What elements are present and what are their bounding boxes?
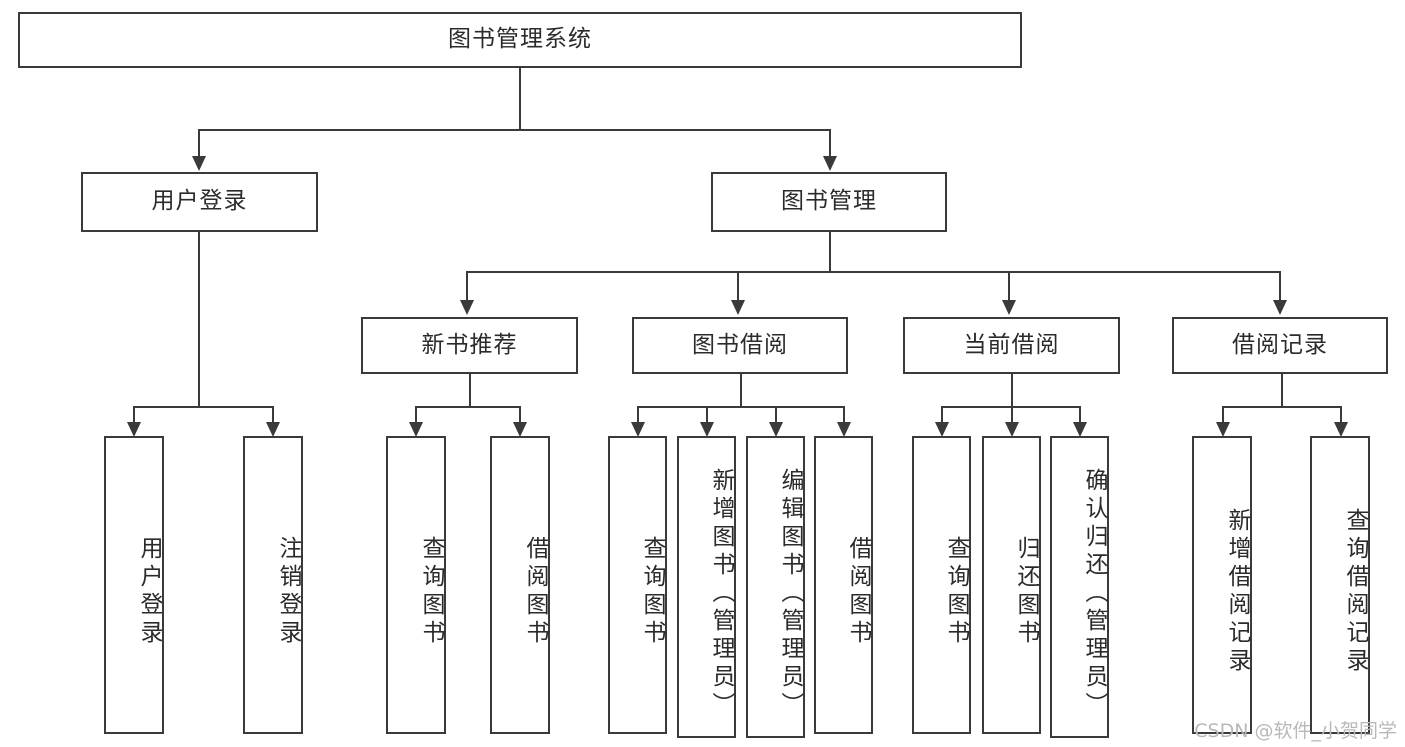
connector-borrow-records-stem [1281,374,1283,406]
node-label: 查询图书 [943,536,969,648]
leaf-user-login[interactable]: 用户登录 [104,436,164,734]
connector-drop-nb-borrow [519,406,521,424]
node-label: 注销登录 [275,536,301,648]
connector-book-borrow-stem [740,374,742,406]
leaf-borrow-edit-book-admin[interactable]: 编辑图书（管理员） [746,436,805,738]
node-root-system[interactable]: 图书管理系统 [18,12,1022,68]
node-label: 新书推荐 [421,331,518,358]
arrowhead-leaf-user-login [127,422,141,437]
node-label: 归还图书 [1013,536,1039,648]
leaf-current-confirm-return-admin[interactable]: 确认归还（管理员） [1050,436,1109,738]
connector-book-borrow-bus [637,406,845,408]
node-label: 新增借阅记录 [1224,508,1250,676]
connector-drop-cb-query [941,406,943,424]
connector-drop-book-borrow [737,271,739,301]
connector-user-login-bus [133,406,274,408]
connector-drop-nb-query [415,406,417,424]
connector-root-stem [519,68,521,129]
node-label: 借阅图书 [522,536,548,648]
arrowhead-user-login [192,156,206,171]
connector-user-login-stem [198,232,200,406]
arrowhead-cb-return [1005,422,1019,437]
node-user-login[interactable]: 用户登录 [81,172,318,232]
node-label: 用户登录 [151,188,248,215]
node-label: 编辑图书（管理员） [777,468,803,720]
node-label: 图书管理系统 [448,26,592,53]
arrowhead-nb-query [409,422,423,437]
node-label: 用户登录 [136,536,162,648]
arrowhead-cb-confirm [1073,422,1087,437]
node-label: 查询借阅记录 [1342,508,1368,676]
arrowhead-bb-borrow [837,422,851,437]
connector-drop-br-add [1222,406,1224,424]
arrowhead-current-borrow [1002,300,1016,315]
leaf-borrow-add-book-admin[interactable]: 新增图书（管理员） [677,436,736,738]
connector-level2-bus [198,129,831,131]
arrowhead-br-query [1334,422,1348,437]
node-label: 当前借阅 [963,331,1060,358]
node-new-book-recommend[interactable]: 新书推荐 [361,317,578,374]
connector-book-mgmt-stem [829,232,831,271]
connector-drop-book-mgmt [829,129,831,157]
leaf-borrow-query-book[interactable]: 查询图书 [608,436,667,734]
leaf-newbooks-query-book[interactable]: 查询图书 [386,436,446,734]
connector-borrow-records-bus [1222,406,1342,408]
arrowhead-nb-borrow [513,422,527,437]
node-label: 查询图书 [418,536,444,648]
connector-current-borrow-stem [1011,374,1013,406]
node-book-borrow[interactable]: 图书借阅 [632,317,848,374]
leaf-newbooks-borrow-book[interactable]: 借阅图书 [490,436,550,734]
node-current-borrow[interactable]: 当前借阅 [903,317,1120,374]
arrowhead-bb-edit [769,422,783,437]
arrowhead-book-borrow [731,300,745,315]
connector-level3-bus [466,271,1280,273]
connector-new-books-stem [469,374,471,406]
connector-drop-leaf-logout [272,406,274,424]
arrowhead-book-mgmt [823,156,837,171]
connector-drop-bb-add [706,406,708,424]
arrowhead-new-books [460,300,474,315]
connector-new-books-bus [415,406,521,408]
node-label: 确认归还（管理员） [1081,468,1107,720]
connector-drop-cb-confirm [1079,406,1081,424]
leaf-logout[interactable]: 注销登录 [243,436,303,734]
arrowhead-leaf-logout [266,422,280,437]
csdn-watermark: CSDN @软件_小贺同学 [1194,720,1397,742]
connector-drop-user-login [198,129,200,157]
connector-drop-br-query [1340,406,1342,424]
connector-drop-borrow-records [1279,271,1281,301]
connector-drop-new-books [466,271,468,301]
leaf-current-return-book[interactable]: 归还图书 [982,436,1041,734]
node-label: 新增图书（管理员） [708,468,734,720]
node-label: 图书管理 [781,188,877,215]
node-label: 借阅图书 [845,536,871,648]
leaf-current-query-book[interactable]: 查询图书 [912,436,971,734]
arrowhead-bb-query [631,422,645,437]
node-label: 查询图书 [639,536,665,648]
arrowhead-borrow-records [1273,300,1287,315]
connector-drop-bb-edit [775,406,777,424]
arrowhead-br-add [1216,422,1230,437]
node-label: 图书借阅 [692,331,788,358]
arrowhead-cb-query [935,422,949,437]
connector-drop-bb-query [637,406,639,424]
node-label: 借阅记录 [1232,331,1328,358]
node-borrow-records[interactable]: 借阅记录 [1172,317,1388,374]
leaf-records-query-record[interactable]: 查询借阅记录 [1310,436,1370,734]
leaf-records-add-record[interactable]: 新增借阅记录 [1192,436,1252,734]
connector-drop-current-borrow [1008,271,1010,301]
connector-drop-bb-borrow [843,406,845,424]
arrowhead-bb-add [700,422,714,437]
connector-drop-cb-return [1011,406,1013,424]
leaf-borrow-borrow-book[interactable]: 借阅图书 [814,436,873,734]
connector-drop-leaf-user-login [133,406,135,424]
node-book-management[interactable]: 图书管理 [711,172,947,232]
